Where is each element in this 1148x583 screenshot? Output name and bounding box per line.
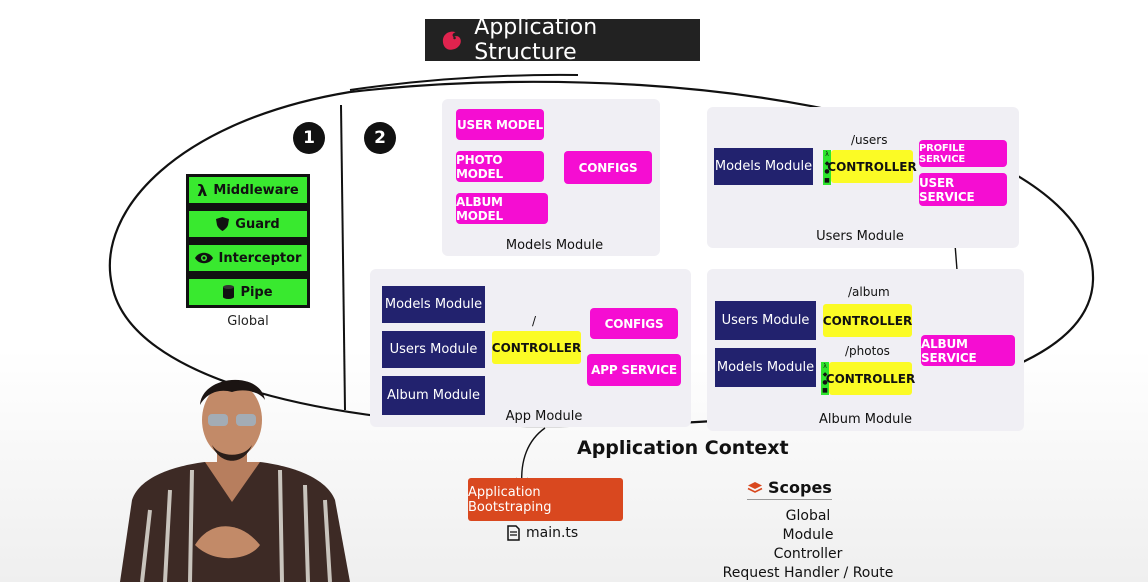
user-model-box: USER MODEL — [456, 109, 544, 140]
shield-icon — [216, 217, 230, 231]
users-module-label: Users Module — [816, 229, 904, 244]
eye-icon: ● — [822, 379, 828, 386]
bootstrap-button: Application Bootstraping — [468, 478, 623, 521]
photos-controller-box: CONTROLLER — [826, 362, 915, 395]
page-title: Application Structure — [474, 15, 598, 65]
users-imports-models-box: Models Module — [714, 148, 813, 185]
photos-route: /photos — [845, 344, 890, 358]
scope-controller: Controller — [773, 546, 843, 562]
album-route: /album — [848, 285, 890, 299]
middleware-item: λ Middleware — [189, 177, 307, 203]
eye-icon — [194, 252, 213, 264]
app-imports-models-box: Models Module — [382, 286, 485, 323]
lambda-icon: λ — [197, 180, 208, 200]
photo-model-box: PHOTO MODEL — [456, 151, 544, 182]
divider-stroke — [340, 104, 346, 411]
album-enhancer-strip: λ◆●■ — [821, 362, 829, 395]
app-controller-box: CONTROLLER — [492, 331, 581, 364]
cylinder-icon: ■ — [824, 176, 830, 184]
album-service-box: ALBUM SERVICE — [921, 335, 1015, 366]
scopes-heading: Scopes — [747, 478, 832, 500]
middleware-label: Middleware — [213, 182, 299, 198]
eye-icon: ● — [824, 168, 830, 176]
users-module-panel: Models Module /users λ◆●■ CONTROLLER PRO… — [707, 107, 1019, 248]
step-1-badge: 1 — [293, 122, 325, 154]
scope-request-handler: Request Handler / Route — [722, 565, 894, 581]
album-module-label: Album Module — [818, 412, 913, 427]
app-module-panel: Models Module Users Module Album Module … — [370, 269, 691, 427]
application-context-label: Application Context — [577, 437, 789, 459]
main-ts-label: main.ts — [526, 525, 579, 541]
app-configs-box: CONFIGS — [590, 308, 678, 339]
album-imports-models-box: Models Module — [715, 348, 816, 387]
album-module-panel: Users Module Models Module /album CONTRO… — [707, 269, 1024, 431]
scopes-list: Global Module Controller Request Handler… — [718, 507, 898, 583]
models-module-panel: USER MODEL PHOTO MODEL ALBUM MODEL CONFI… — [442, 99, 660, 256]
app-service-box: APP SERVICE — [587, 354, 681, 386]
scope-module: Module — [782, 527, 834, 543]
cylinder-icon: ■ — [822, 387, 828, 394]
guard-item: Guard — [189, 211, 307, 237]
layers-icon — [747, 481, 763, 493]
profile-service-box: PROFILE SERVICE — [919, 140, 1007, 167]
step-2-badge: 2 — [364, 122, 396, 154]
shield-icon: ◆ — [822, 371, 828, 378]
scopes-title: Scopes — [768, 478, 832, 497]
models-configs-box: CONFIGS — [564, 151, 652, 184]
album-controller-box: CONTROLLER — [823, 304, 912, 337]
nestjs-logo-icon — [442, 31, 461, 50]
pipe-label: Pipe — [240, 284, 273, 300]
models-module-label: Models Module — [505, 238, 604, 253]
top-stroke — [349, 73, 579, 91]
users-route: /users — [851, 133, 888, 147]
scope-global: Global — [785, 508, 831, 524]
main-ts-file: main.ts — [507, 525, 578, 541]
interceptor-label: Interceptor — [218, 250, 302, 266]
app-imports-users-box: Users Module — [382, 331, 485, 368]
title-bar: Application Structure — [425, 15, 700, 65]
file-icon — [507, 525, 520, 541]
global-caption: Global — [227, 314, 269, 329]
app-imports-album-box: Album Module — [382, 376, 485, 415]
users-enhancer-strip: λ◆●■ — [823, 150, 831, 185]
cylinder-icon — [223, 285, 235, 299]
interceptor-item: Interceptor — [189, 245, 307, 271]
lambda-icon: λ — [825, 151, 829, 159]
user-service-box: USER SERVICE — [919, 173, 1007, 206]
users-controller-box: CONTROLLER — [827, 150, 917, 183]
lambda-icon: λ — [823, 363, 827, 370]
shield-icon: ◆ — [824, 159, 830, 167]
album-imports-users-box: Users Module — [715, 301, 816, 340]
app-route: / — [532, 314, 537, 328]
guard-label: Guard — [235, 216, 280, 232]
app-module-label: App Module — [505, 409, 583, 424]
presenter-figure — [120, 379, 350, 582]
pipe-item: Pipe — [189, 279, 307, 305]
global-enhancers-panel: λ Middleware Guard Interceptor Pipe — [186, 174, 310, 308]
album-model-box: ALBUM MODEL — [456, 193, 548, 224]
